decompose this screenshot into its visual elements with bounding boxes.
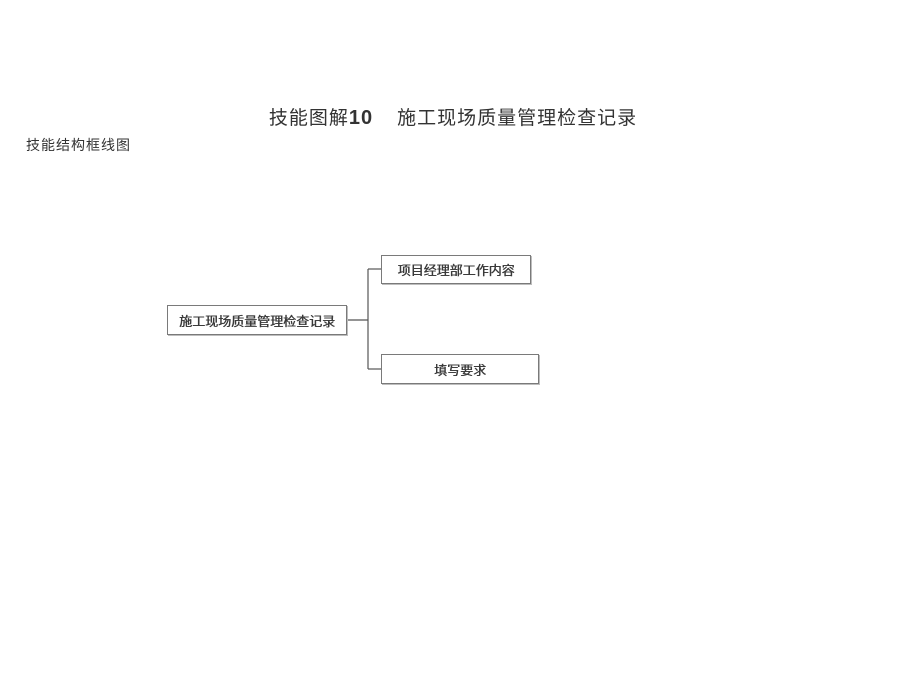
title-number: 10 — [348, 107, 374, 129]
diagram-subtitle: 技能结构框线图 — [26, 138, 131, 154]
diagram-child-node-fill-requirements: 填写要求 — [381, 354, 539, 384]
page-title: 技能图解10 施工现场质量管理检查记录 — [0, 103, 906, 130]
diagram-root-node: 施工现场质量管理检查记录 — [167, 305, 347, 335]
diagram-child-node-work-content: 项目经理部工作内容 — [381, 255, 531, 284]
title-prefix: 技能图解 — [268, 107, 349, 129]
title-main: 施工现场质量管理检查记录 — [397, 107, 638, 129]
